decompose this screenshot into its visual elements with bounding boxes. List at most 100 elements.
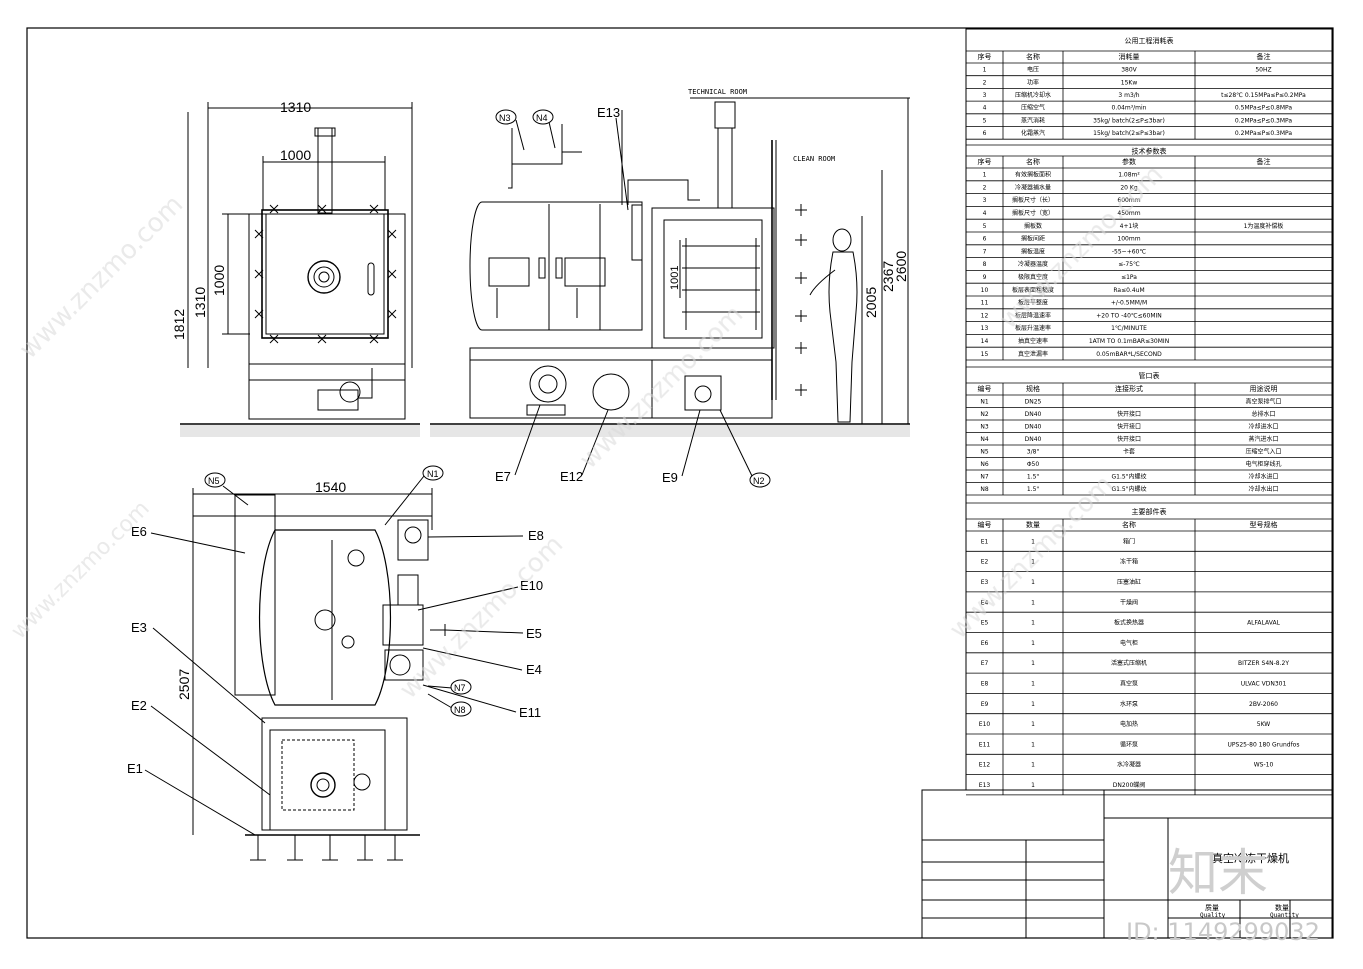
- callout-e7: E7: [495, 469, 511, 484]
- top-view-text: 1540 2507: [176, 479, 346, 700]
- table-cell: 1: [1031, 660, 1035, 667]
- table-cell: 3/8": [1027, 448, 1040, 455]
- quality-en: Quality: [1200, 912, 1226, 919]
- table-cell: 6: [983, 236, 987, 243]
- table-cell: 2BV-2060: [1249, 701, 1278, 708]
- table-cell: 快开接口: [1117, 422, 1141, 430]
- sheet-border: [26, 27, 1334, 939]
- table-cell: 15kg/ batch(2≤P≤3bar): [1093, 130, 1165, 137]
- table-cell: 电气柜: [1120, 639, 1138, 647]
- table-header-cell: 数量: [1026, 520, 1040, 529]
- table-cell: 11: [981, 300, 989, 307]
- table-cell: 5KW: [1257, 721, 1271, 728]
- callout-e5: E5: [526, 626, 542, 641]
- table-cell: N1: [980, 398, 988, 405]
- table-cell: 1.5": [1027, 486, 1040, 493]
- table-cell: 7: [983, 248, 987, 255]
- table-cell: E13: [979, 782, 991, 789]
- dim-1310-top: 1310: [280, 99, 311, 115]
- callout-e2: E2: [131, 698, 147, 713]
- dim-2600: 2600: [893, 251, 909, 282]
- callout-n1: N1: [427, 469, 439, 479]
- table-cell: 总排水口: [1251, 410, 1275, 418]
- table-cell: 压缩空气入口: [1245, 447, 1281, 455]
- table-cell: 1.5": [1027, 473, 1040, 480]
- table-cell: N2: [980, 411, 988, 418]
- table-cell: 板层升温速率: [1015, 324, 1051, 332]
- table-cell: 1: [1031, 721, 1035, 728]
- dim-2507: 2507: [176, 669, 192, 700]
- front-dims: 1310 1000 1812 1310 1000: [171, 99, 311, 340]
- table-cell: N3: [980, 423, 988, 430]
- table-cell: 0.05mBAR*L/SECOND: [1096, 351, 1162, 358]
- table-cell: E11: [979, 741, 991, 748]
- table-cell: 2: [983, 79, 987, 86]
- table-cell: 5: [983, 117, 987, 124]
- table-cell: 1: [1031, 579, 1035, 586]
- table-cell: 0.2MPa≤P≤0.3MPa: [1235, 130, 1292, 137]
- callout-e4: E4: [526, 662, 542, 677]
- table-cell: 1: [1031, 599, 1035, 606]
- table-cell: DN200蝶阀: [1113, 781, 1146, 789]
- table-cell: N7: [980, 473, 988, 480]
- table-cell: 板层表面粗糙度: [1012, 286, 1054, 294]
- table-cell: 1ATM TO 0.1mBAR≤30MIN: [1089, 338, 1169, 345]
- table-cell: 搁板尺寸（宽）: [1012, 209, 1054, 217]
- table-cell: E12: [979, 762, 991, 769]
- table-cell: 13: [981, 325, 989, 332]
- front-view: [180, 102, 420, 425]
- technical-room-label: TECHNICAL ROOM: [688, 88, 747, 96]
- table-cell: 快开接口: [1117, 435, 1141, 443]
- table-cell: 100mm: [1117, 236, 1140, 243]
- table-cell: G1.5"内螺纹: [1112, 472, 1147, 480]
- front-ground-hatch: [180, 425, 420, 437]
- table-cell: Ra≤0.4uM: [1113, 287, 1144, 294]
- table-cell: 冷凝器温度: [1018, 260, 1048, 268]
- table-cell: 板层平整度: [1018, 299, 1048, 307]
- table-cell: 2: [983, 184, 987, 191]
- table-cell: 抽真空速率: [1018, 337, 1048, 345]
- table-header-cell: 编号: [978, 384, 992, 393]
- callout-e11: E11: [519, 705, 541, 720]
- title-block-text: 真空冷冻干燥机 质量 Quality 数量 Quantity: [1200, 851, 1299, 919]
- table-cell: 3 m3/h: [1118, 92, 1139, 99]
- table-cell: 15: [981, 351, 989, 358]
- callout-e8: E8: [528, 528, 544, 543]
- callout-e1: E1: [127, 761, 143, 776]
- table-cell: 活塞式压缩机: [1111, 659, 1147, 667]
- table-cell: 水环泵: [1120, 700, 1138, 708]
- table-cell: 化霜蒸汽: [1021, 129, 1045, 137]
- dim-1310-left: 1310: [192, 287, 208, 318]
- dim-1000-top: 1000: [280, 147, 311, 163]
- dim-1000-left: 1000: [211, 265, 227, 296]
- table-cell: 冷却水出口: [1248, 485, 1278, 493]
- table-cell: ≤-75℃: [1118, 261, 1140, 268]
- table-cell: 搁板数: [1024, 222, 1042, 230]
- table-cell: 冻干箱: [1120, 558, 1138, 566]
- table-header-cell: 消耗量: [1119, 52, 1140, 61]
- watermark-brand: 知末: [1168, 844, 1268, 902]
- callout-e3: E3: [131, 620, 147, 635]
- callout-n5: N5: [208, 476, 220, 486]
- table-cell: E6: [981, 640, 989, 647]
- table-header-cell: 备注: [1257, 52, 1271, 61]
- table-cell: 1℃/MINUTE: [1111, 325, 1147, 332]
- table-cell: 8: [983, 261, 987, 268]
- table-cell: 功率: [1027, 78, 1039, 86]
- dim-1540: 1540: [315, 479, 346, 495]
- table-cell: 1: [983, 67, 987, 74]
- table-cell: 35kg/ batch(2≤P≤3bar): [1093, 117, 1165, 124]
- dim-2005: 2005: [863, 287, 879, 318]
- table-cell: 极限真空度: [1018, 273, 1048, 281]
- table-cell: 水冷凝器: [1117, 761, 1141, 769]
- callout-n8: N8: [454, 705, 466, 715]
- table-cell: 真空泵排气口: [1245, 397, 1281, 405]
- side-ground-hatch: [430, 425, 910, 437]
- table-cell: 压塞油缸: [1117, 578, 1141, 586]
- quantity-label: 数量: [1275, 903, 1289, 912]
- table-cell: E10: [979, 721, 991, 728]
- table-header-cell: 名称: [1026, 52, 1040, 61]
- table-cell: 1: [1031, 640, 1035, 647]
- table-cell: 3: [983, 92, 987, 99]
- table-cell: BITZER S4N-8.2Y: [1238, 660, 1289, 667]
